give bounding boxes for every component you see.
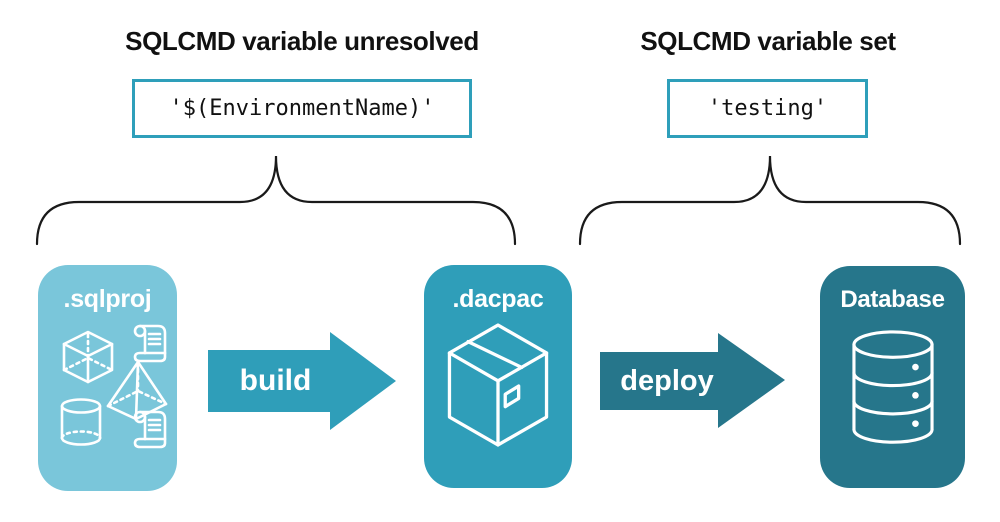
curly-brace-left xyxy=(35,155,517,246)
sql-objects-icon xyxy=(60,324,167,449)
code-value-set: 'testing' xyxy=(707,96,828,121)
stage-database: Database xyxy=(820,266,965,488)
stage-sqlproj-label: .sqlproj xyxy=(63,285,152,313)
stage-dacpac-label: .dacpac xyxy=(452,285,544,313)
heading-sqlcmd-set: SQLCMD variable set xyxy=(640,26,896,56)
cube-icon xyxy=(62,330,113,384)
heading-sqlcmd-unresolved: SQLCMD variable unresolved xyxy=(125,26,479,56)
cylinder-icon xyxy=(60,398,101,446)
script-icon-top xyxy=(133,324,166,363)
deploy-arrow xyxy=(600,333,785,428)
database-icon xyxy=(851,330,934,444)
package-icon xyxy=(447,323,549,447)
build-arrow xyxy=(208,332,396,430)
curly-brace-right xyxy=(578,155,962,246)
build-arrow-label: build xyxy=(239,364,312,397)
code-box-unresolved: '$(EnvironmentName)' xyxy=(132,79,472,138)
stage-database-label: Database xyxy=(840,286,945,313)
stage-sqlproj: .sqlproj xyxy=(38,265,177,491)
script-icon-bottom xyxy=(133,410,166,449)
stage-dacpac: .dacpac xyxy=(424,265,572,488)
pyramid-icon xyxy=(106,360,167,421)
code-value-unresolved: '$(EnvironmentName)' xyxy=(169,96,435,121)
code-box-set: 'testing' xyxy=(667,79,868,138)
deploy-arrow-label: deploy xyxy=(620,364,714,397)
